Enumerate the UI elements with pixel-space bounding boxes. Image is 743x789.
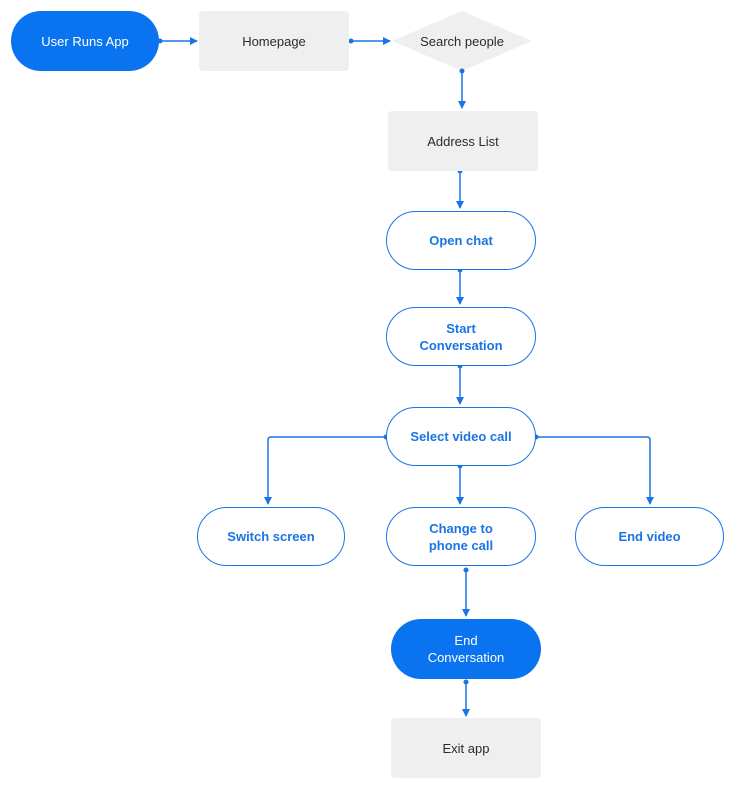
node-switch-screen: Switch screen (197, 507, 345, 566)
search-people-diamond (392, 11, 532, 71)
node-homepage: Homepage (199, 11, 349, 71)
connector-dot (348, 38, 354, 44)
connector-dot (459, 68, 465, 74)
node-end-conversation: End Conversation (391, 619, 541, 679)
node-open-chat: Open chat (386, 211, 536, 270)
node-end-video: End video (575, 507, 724, 566)
connector-select-endvideo (536, 436, 654, 505)
connector-dot (463, 567, 469, 573)
node-change-to-phone-call: Change to phone call (386, 507, 536, 566)
node-user-runs-app: User Runs App (11, 11, 159, 71)
connector-dot (463, 679, 469, 685)
node-exit-app: Exit app (391, 718, 541, 778)
node-address-list: Address List (388, 111, 538, 171)
node-start-conversation: Start Conversation (386, 307, 536, 366)
connector-select-switch (264, 436, 386, 505)
node-search-people: Search people (420, 33, 504, 49)
node-select-video-call: Select video call (386, 407, 536, 466)
